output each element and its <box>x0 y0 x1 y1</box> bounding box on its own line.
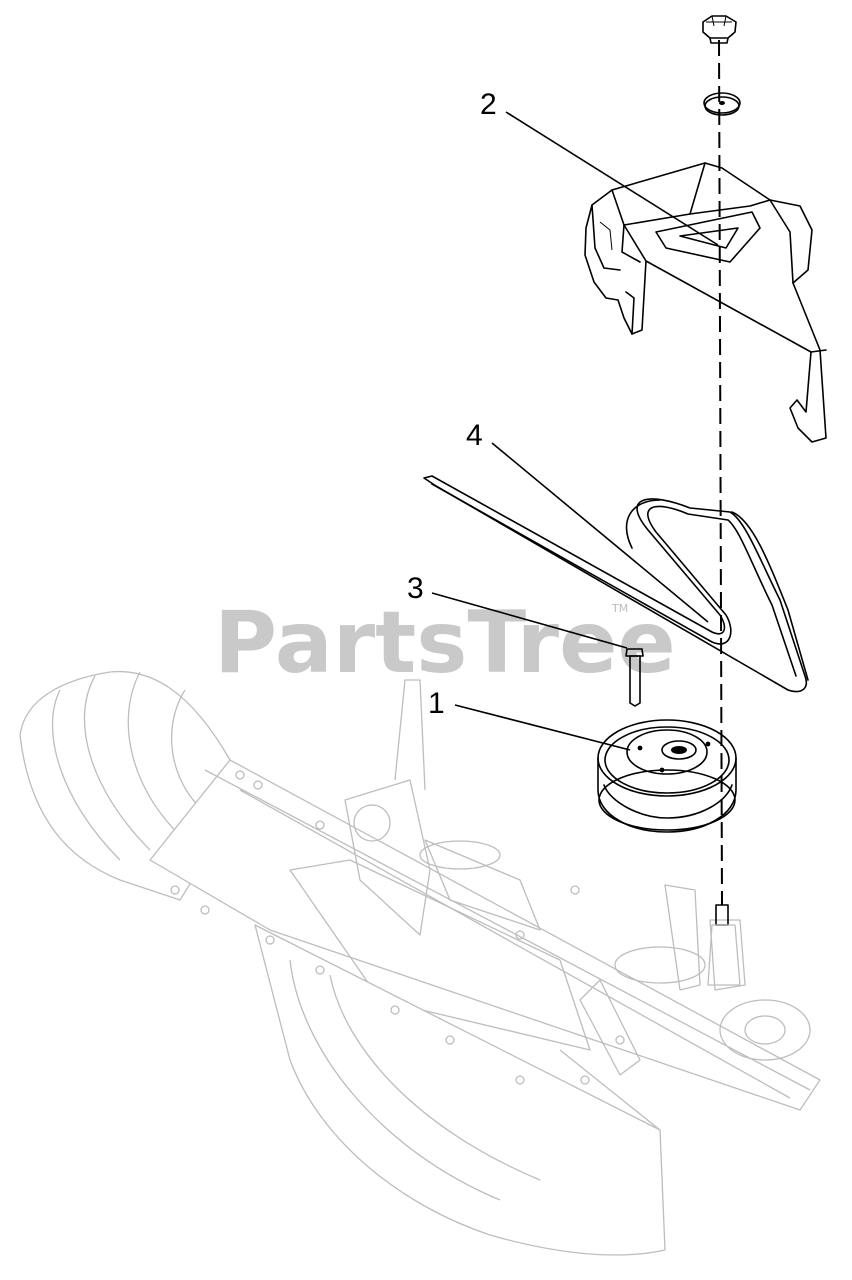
callout-2[interactable]: 2 <box>480 88 497 121</box>
leader-line-3 <box>431 592 628 649</box>
belt-guard-part-2 <box>584 162 827 443</box>
spindle-stub <box>707 904 741 986</box>
leader-line-2 <box>505 111 719 246</box>
watermark-trademark: TM <box>611 602 628 615</box>
background-deck-assembly <box>19 670 821 1256</box>
bolt-part-3 <box>625 648 644 707</box>
callout-4[interactable]: 4 <box>466 419 483 452</box>
callout-labels: 2 4 3 1 <box>407 88 497 720</box>
background-bolts <box>170 770 625 1085</box>
callout-1[interactable]: 1 <box>428 687 445 720</box>
assembly-axis-line <box>718 39 723 906</box>
knob-icon <box>702 15 737 44</box>
v-belt-part-4 <box>423 475 809 693</box>
pulley-part-1 <box>597 719 737 833</box>
watermark: PartsTree TM <box>214 593 676 693</box>
leader-line-1 <box>454 704 631 751</box>
watermark-text: PartsTree <box>214 593 676 693</box>
leader-line-4 <box>491 442 709 623</box>
callout-3[interactable]: 3 <box>407 572 424 605</box>
leader-lines <box>431 111 719 751</box>
washer-icon <box>703 92 741 116</box>
